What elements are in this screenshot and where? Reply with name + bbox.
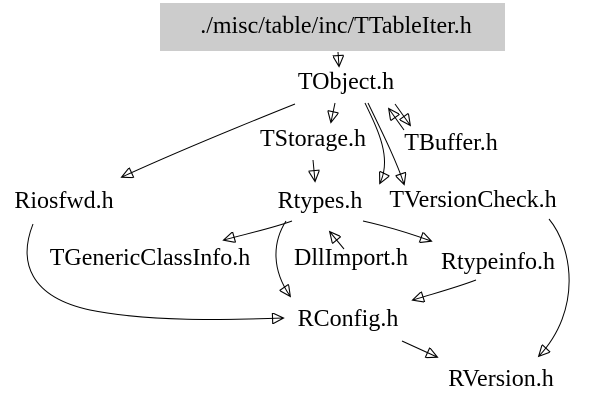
edge-tobject-to-tstorage	[331, 102, 335, 122]
node-tbuffer[interactable]: TBuffer.h	[404, 130, 498, 156]
node-tstorage[interactable]: TStorage.h	[260, 126, 366, 152]
edge-tbuffer-to-tobject	[389, 109, 405, 131]
edge-rtypes-to-rconfig	[275, 220, 290, 296]
edge-dllimport-to-rtypes	[330, 232, 345, 250]
node-riosfwd[interactable]: Riosfwd.h	[14, 188, 114, 214]
edge-ttableiter-to-tobject	[338, 51, 339, 66]
edge-rconfig-to-rversion	[401, 340, 437, 357]
node-rconfig[interactable]: RConfig.h	[297, 306, 399, 332]
node-rtypeinfo[interactable]: Rtypeinfo.h	[441, 249, 555, 275]
edge-tobject-to-riosfwd	[122, 103, 296, 177]
edge-tobject-to-rtypes	[364, 102, 385, 183]
node-ttableiter: ./misc/table/inc/TTableIter.h	[200, 13, 472, 39]
edge-tobject-to-tversioncheck	[367, 102, 404, 184]
root-node-highlight-box	[160, 3, 505, 51]
node-tversioncheck[interactable]: TVersionCheck.h	[389, 187, 557, 213]
edge-tobject-to-tbuffer	[394, 103, 410, 125]
edge-rtypes-to-tgenericclassinfo	[224, 220, 293, 240]
edge-rtypes-to-rtypeinfo	[362, 220, 431, 241]
node-rtypes[interactable]: Rtypes.h	[277, 188, 363, 214]
edge-riosfwd-to-rconfig	[26, 223, 283, 320]
edge-rtypeinfo-to-rconfig	[413, 279, 477, 300]
edge-tversioncheck-to-rversion	[539, 218, 570, 356]
edge-tstorage-to-rtypes	[313, 159, 315, 181]
node-tobject[interactable]: TObject.h	[297, 69, 395, 95]
node-rversion[interactable]: RVersion.h	[448, 366, 554, 392]
node-tgenericclassinfo[interactable]: TGenericClassInfo.h	[49, 245, 251, 271]
node-dllimport[interactable]: DllImport.h	[294, 245, 408, 271]
